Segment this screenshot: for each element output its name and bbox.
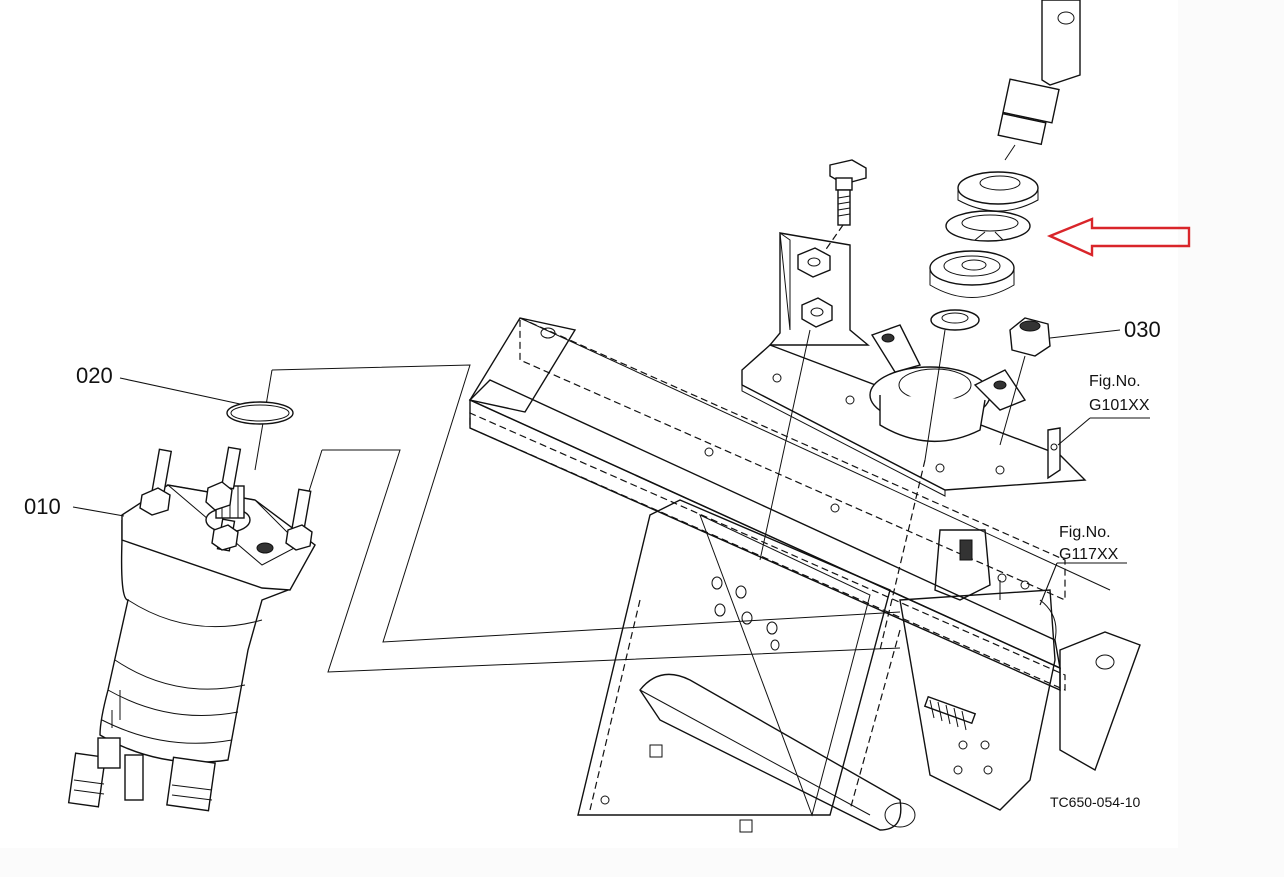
leader-g101xx xyxy=(1057,417,1091,446)
flange-bolt xyxy=(814,159,867,266)
chassis-frame xyxy=(468,317,1141,833)
hydraulic-motor xyxy=(67,446,316,812)
label-fig-ref-2-number: G117XX xyxy=(1059,546,1119,563)
drive-shaft xyxy=(997,0,1081,161)
label-fig-ref-2-title: Fig.No. xyxy=(1059,524,1111,541)
part-030-nut xyxy=(999,317,1051,446)
label-part-020: 020 xyxy=(76,363,113,388)
retaining-ring xyxy=(930,309,980,331)
mounting-bracket xyxy=(741,231,1087,497)
leader-g117xx xyxy=(1039,562,1058,606)
hex-nut xyxy=(801,297,833,328)
leader-030 xyxy=(1049,329,1121,339)
label-fig-ref-1-number: G101XX xyxy=(1089,397,1150,414)
ball-bearing xyxy=(929,250,1015,298)
label-fig-ref-1-title: Fig.No. xyxy=(1089,373,1141,390)
leader-010 xyxy=(72,506,125,517)
snap-ring xyxy=(945,210,1031,242)
hex-nut xyxy=(797,247,831,278)
label-part-010: 010 xyxy=(24,494,61,519)
threaded-stud xyxy=(923,695,977,731)
highlight-arrow-icon xyxy=(1046,217,1191,257)
label-part-030: 030 xyxy=(1124,317,1161,342)
part-020-o-ring xyxy=(226,401,294,425)
drawing-code: TC650-054-10 xyxy=(1050,794,1140,810)
leader-020 xyxy=(119,377,241,405)
